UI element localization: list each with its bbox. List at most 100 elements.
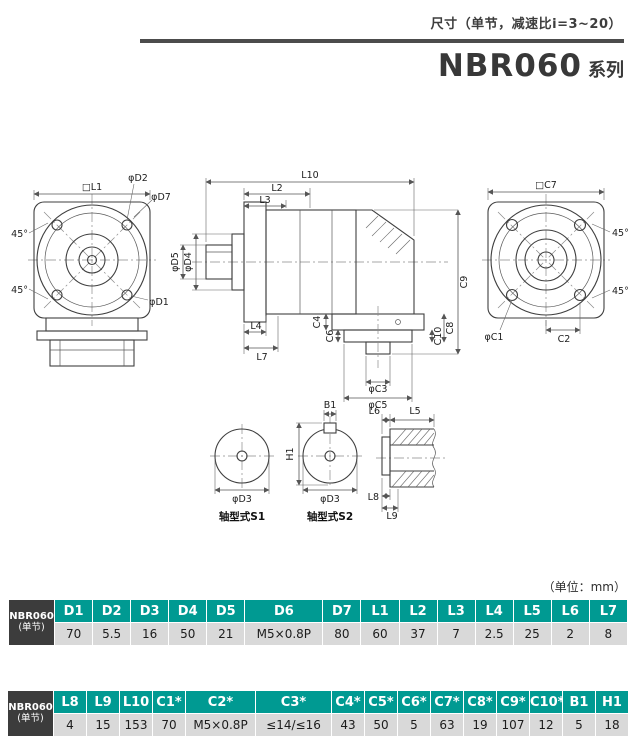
dim-label-d4: φD4 xyxy=(183,252,194,272)
value-cell: ≤14/≤16 xyxy=(255,713,332,737)
dim-label-d3-s1: φD3 xyxy=(232,494,252,505)
dim-label-c1: φC1 xyxy=(485,332,504,343)
dim-label-c6: C6 xyxy=(325,330,336,343)
col-header: L9 xyxy=(86,690,120,714)
col-header: L5 xyxy=(512,599,552,623)
col-header: C1* xyxy=(152,690,186,714)
dim-label-l7: L7 xyxy=(256,352,267,363)
col-header: C9* xyxy=(496,690,530,714)
col-header: D2 xyxy=(92,599,132,623)
dim-label-d7: φD7 xyxy=(151,192,171,203)
dim-label-l9: L9 xyxy=(386,511,397,522)
dim-label-l2: L2 xyxy=(271,183,282,194)
shaft-type-s2-drawing: B1 H1 φD3 轴型式S2 xyxy=(285,400,362,523)
value-cell: 18 xyxy=(595,713,629,737)
value-cell: M5×0.8P xyxy=(244,622,324,646)
series-title-row: NBR060 系列 xyxy=(0,43,636,82)
page-caption: 尺寸（单节，减速比i=3~20） xyxy=(430,17,622,32)
col-header: L8 xyxy=(53,690,87,714)
value-cell: 25 xyxy=(512,622,552,646)
value-cell: 5 xyxy=(397,713,431,737)
value-cell: 2.5 xyxy=(474,622,514,646)
dim-label-c9: C9 xyxy=(459,276,470,289)
dim-label-l3: L3 xyxy=(259,195,270,206)
dim-label-c8: C8 xyxy=(445,322,456,335)
dim-label-l4: L4 xyxy=(250,321,261,332)
dim-label-c2: C2 xyxy=(558,334,571,345)
col-header: L3 xyxy=(436,599,476,623)
dimension-table-1: NBR060(单节) D1 D2 D3 D4 D5 D6 D7 L1 L2 L3… xyxy=(7,599,629,646)
value-cell: 15 xyxy=(86,713,120,737)
shaft-s2-caption: 轴型式S2 xyxy=(307,510,353,523)
rear-view-drawing: □C7 45° 45° φC1 C2 xyxy=(482,180,629,345)
input-bore-section-drawing: L6 L5 L8 L9 xyxy=(368,406,448,522)
dim-label-d2: φD2 xyxy=(128,173,148,184)
technical-drawing: □L1 φD2 φD7 φD1 45° 45° xyxy=(11,170,629,523)
table1-row-header: NBR060(单节) xyxy=(7,599,56,646)
col-header: L4 xyxy=(474,599,514,623)
col-header: C6* xyxy=(397,690,431,714)
col-header: C7* xyxy=(430,690,464,714)
dimension-table-2: NBR060(单节) L8 L9 L10 C1* C2* C3* C4* C5*… xyxy=(7,690,629,737)
dim-label-d3-s2: φD3 xyxy=(320,494,340,505)
series-suffix: 系列 xyxy=(588,60,624,81)
dim-label-c7: □C7 xyxy=(535,180,557,191)
value-cell: 37 xyxy=(398,622,438,646)
dim-label-45-right-bottom: 45° xyxy=(612,286,629,297)
col-header: C10* xyxy=(529,690,563,714)
col-header: L7 xyxy=(588,599,629,623)
dim-label-h1: H1 xyxy=(285,447,296,460)
value-cell: 153 xyxy=(119,713,153,737)
value-cell: 16 xyxy=(130,622,170,646)
table2-row-header: NBR060(单节) xyxy=(7,690,54,737)
col-header: L2 xyxy=(398,599,438,623)
value-cell: 5 xyxy=(562,713,596,737)
dim-label-45-left-top: 45° xyxy=(11,229,28,240)
value-cell: 7 xyxy=(436,622,476,646)
value-cell: 50 xyxy=(364,713,398,737)
dim-label-b1: B1 xyxy=(324,400,337,411)
col-header: L1 xyxy=(360,599,400,623)
col-header: L10 xyxy=(119,690,153,714)
series-title: NBR060 xyxy=(437,48,582,84)
value-cell: 5.5 xyxy=(92,622,132,646)
dim-label-l5: L5 xyxy=(409,406,420,417)
col-header: C4* xyxy=(331,690,365,714)
dim-label-l8: L8 xyxy=(368,492,379,503)
front-view-drawing: □L1 φD2 φD7 φD1 45° 45° xyxy=(11,173,171,367)
shaft-type-s1-drawing: φD3 轴型式S1 xyxy=(210,424,274,523)
col-header: C3* xyxy=(255,690,332,714)
col-header: D6 xyxy=(244,599,324,623)
value-cell: 107 xyxy=(496,713,530,737)
col-header: C8* xyxy=(463,690,497,714)
value-cell: 4 xyxy=(53,713,87,737)
dim-label-45-left-bottom: 45° xyxy=(11,285,28,296)
header-rule xyxy=(140,39,624,43)
dim-label-45-right-top: 45° xyxy=(612,228,629,239)
value-cell: 63 xyxy=(430,713,464,737)
side-view-drawing: L10 L2 L3 φD4 φD5 L4 L7 C4 C6 φC3 xyxy=(170,170,470,411)
col-header: C5* xyxy=(364,690,398,714)
col-header: D5 xyxy=(206,599,246,623)
value-cell: 70 xyxy=(152,713,186,737)
value-cell: 43 xyxy=(331,713,365,737)
value-cell: 50 xyxy=(168,622,208,646)
dim-label-c5: φC5 xyxy=(369,400,388,411)
dim-label-d5: φD5 xyxy=(170,252,181,272)
dim-label-c3: φC3 xyxy=(369,384,388,395)
value-cell: 60 xyxy=(360,622,400,646)
dim-label-l1: □L1 xyxy=(82,182,102,193)
value-cell: 80 xyxy=(322,622,362,646)
dim-label-l6: L6 xyxy=(369,406,380,417)
col-header: D7 xyxy=(322,599,362,623)
col-header: H1 xyxy=(595,690,629,714)
col-header: B1 xyxy=(562,690,596,714)
col-header: D3 xyxy=(130,599,170,623)
dim-label-l10: L10 xyxy=(301,170,318,181)
value-cell: 8 xyxy=(588,622,629,646)
shaft-s1-caption: 轴型式S1 xyxy=(219,510,265,523)
value-cell: 70 xyxy=(54,622,94,646)
value-cell: 12 xyxy=(529,713,563,737)
dim-label-c10: C10 xyxy=(433,327,444,346)
col-header: D4 xyxy=(168,599,208,623)
